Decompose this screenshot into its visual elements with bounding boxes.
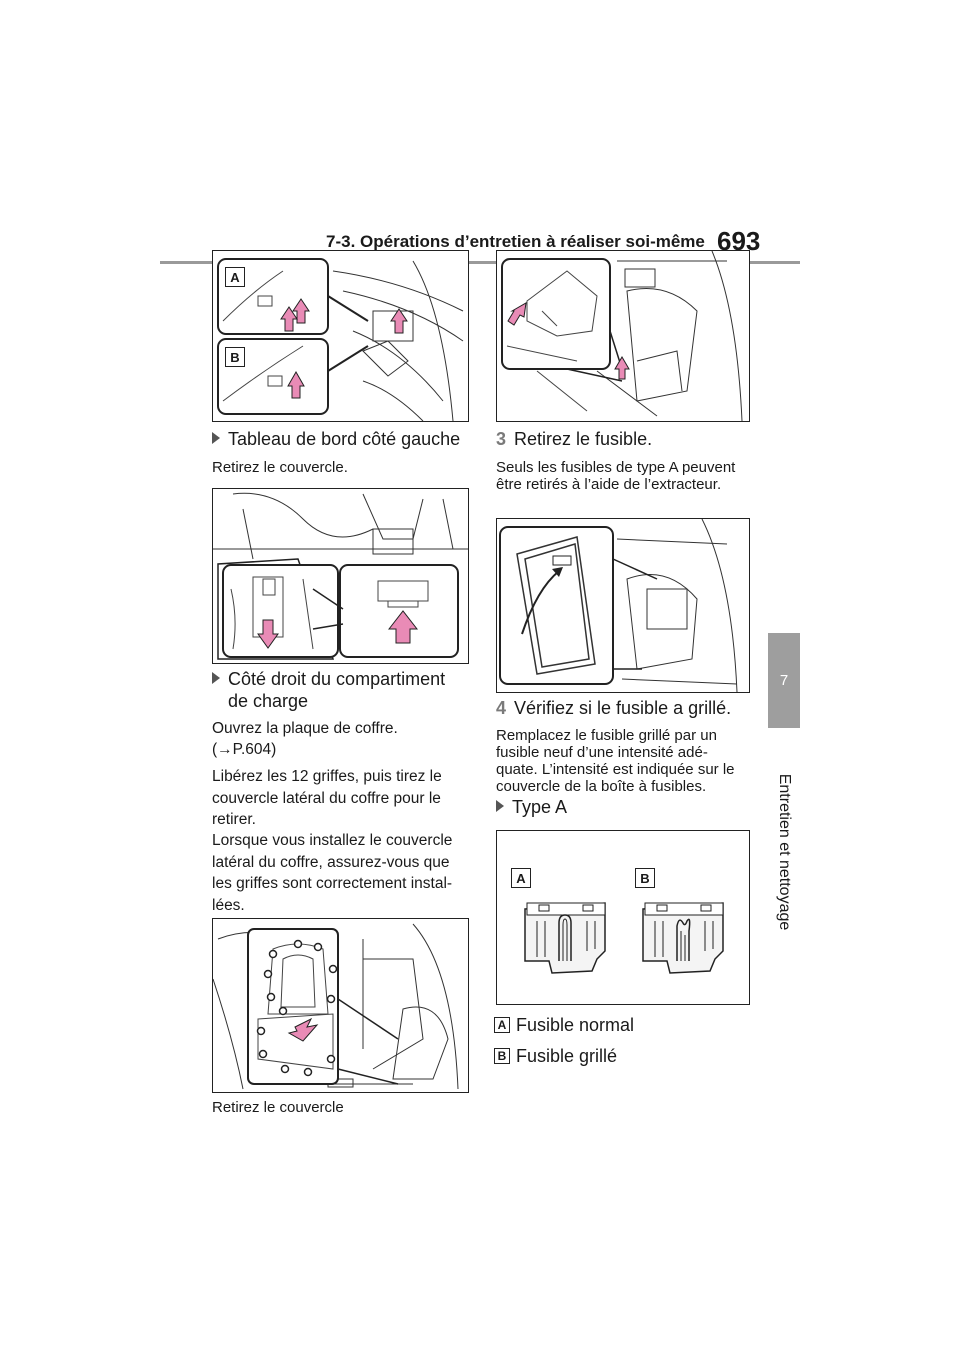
- legend-text: Fusible grillé: [516, 1046, 618, 1066]
- page-reference: (→P.604): [212, 741, 277, 758]
- figure-cover-panel: [212, 488, 469, 664]
- instruction-release-claws: Libérez les 12 griffes, puis tirez le co…: [212, 768, 442, 828]
- trunk-illustration: [213, 923, 459, 1090]
- header-rule: [160, 261, 800, 264]
- bullet-charge-compartment-line2: de charge: [228, 691, 309, 711]
- instruction-remove-cover: Retirez le couvercle.: [212, 459, 348, 476]
- step-3-note: Seuls les fusibles de type A peuvent êtr…: [496, 459, 736, 493]
- dashboard-illustration: [217, 258, 464, 421]
- figure-trunk-cover: [212, 918, 469, 1093]
- chapter-title: Entretien et nettoyage: [776, 773, 793, 931]
- bullet-arrow-icon: [212, 672, 220, 685]
- fuse-comparison-illustration: [524, 902, 724, 974]
- step-4-note: Remplacez le fusible grillé par un fusib…: [496, 727, 735, 795]
- fuse-box-illustration: [501, 251, 743, 421]
- step-3-text: Retirez le fusible.: [514, 429, 653, 449]
- cover-illustration: [213, 492, 468, 660]
- step-4: 4 Vérifiez si le fusible a grillé.: [496, 697, 731, 719]
- extractor-illustration: [499, 519, 738, 692]
- bullet-type-a: Type A: [496, 796, 567, 818]
- figure-label-a: A: [225, 267, 245, 287]
- instruction-open-plate: Ouvrez la plaque de coffre.: [212, 720, 398, 737]
- instruction-install-cover: Lorsque vous installez le couvercle laté…: [212, 832, 453, 914]
- step-3-number: 3: [496, 429, 507, 449]
- bullet-dashboard-left: Tableau de bord côté gauche: [212, 428, 460, 450]
- bullet-charge-compartment: Côté droit du compartiment: [212, 668, 445, 690]
- figure-fuse-extractor: [496, 518, 750, 693]
- figure-fuse-types: A B: [496, 830, 750, 1005]
- legend-item-blown: B Fusible grillé: [494, 1045, 617, 1067]
- step-4-text: Vérifiez si le fusible a grillé.: [514, 698, 732, 718]
- legend-key: B: [494, 1048, 510, 1064]
- bullet-arrow-icon: [496, 800, 504, 813]
- section-title: 7-3. Opérations d’entretien à réaliser s…: [326, 232, 705, 251]
- figure-fuse-box: [496, 250, 750, 422]
- figure-caption: Retirez le couvercle: [212, 1099, 344, 1116]
- legend-text: Fusible normal: [516, 1015, 635, 1035]
- figure-label-b: B: [225, 347, 245, 367]
- figure-dashboard-left: A B: [212, 250, 469, 422]
- legend-key: A: [494, 1017, 510, 1033]
- chapter-tab: 7: [768, 633, 800, 728]
- normal-fuse-icon: [524, 902, 606, 974]
- legend-item-normal: A Fusible normal: [494, 1014, 634, 1036]
- step-4-number: 4: [496, 698, 507, 718]
- fuse-label-a: A: [511, 868, 531, 888]
- bullet-arrow-icon: [212, 432, 220, 445]
- chapter-number: 7: [779, 672, 789, 689]
- fuse-label-b: B: [635, 868, 655, 888]
- step-3: 3 Retirez le fusible.: [496, 428, 652, 450]
- blown-fuse-icon: [642, 902, 724, 974]
